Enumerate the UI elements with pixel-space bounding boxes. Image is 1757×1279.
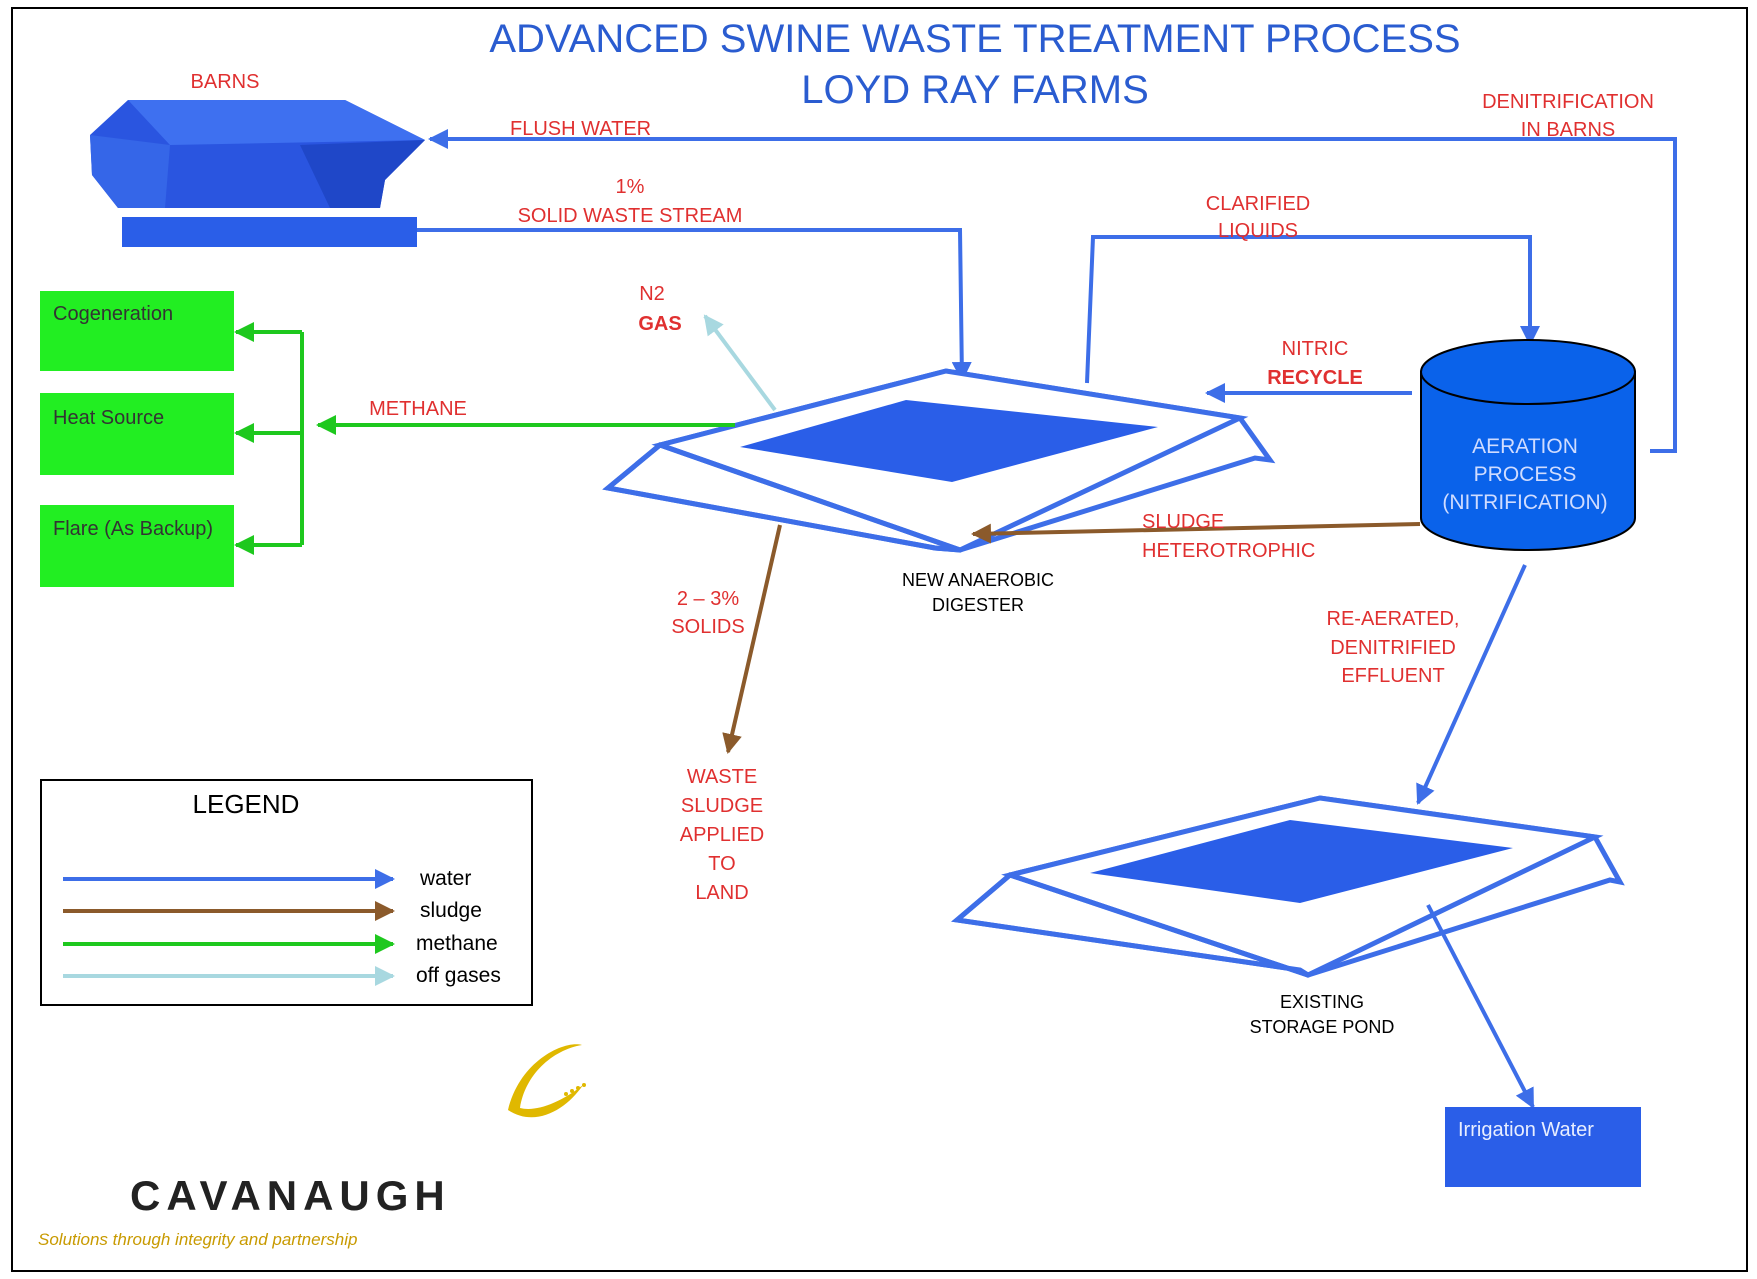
denitrification-label-line2: IN BARNS <box>1521 119 1615 141</box>
heterotrophic-label: HETEROTROPHIC <box>1142 540 1315 562</box>
gas-label: GAS <box>638 313 681 335</box>
nitric-label: NITRIC <box>1282 338 1349 360</box>
aeration-tank-icon <box>1420 339 1636 551</box>
digester-label-line2: DIGESTER <box>932 595 1024 615</box>
methane-label: METHANE <box>369 398 467 420</box>
solid-waste-stream-arrow <box>417 228 972 382</box>
irrigation-arrow <box>1426 904 1535 1109</box>
waste-label-line3: APPLIED <box>680 824 764 846</box>
clarified-liquids-label-line2: LIQUIDS <box>1218 220 1298 242</box>
sludge-label: SLUDGE <box>1142 511 1224 533</box>
waste-label-line2: SLUDGE <box>681 795 763 817</box>
n2-label: N2 <box>639 283 665 305</box>
legend-title: LEGEND <box>193 789 300 819</box>
logo-tagline: Solutions through integrity and partners… <box>38 1230 357 1249</box>
solid-waste-stream-label: SOLID WASTE STREAM <box>518 205 743 227</box>
pond-label-line1: EXISTING <box>1280 992 1364 1012</box>
flush-water-label: FLUSH WATER <box>510 118 651 140</box>
reaerated-label-line1: RE-AERATED, <box>1327 608 1460 630</box>
diagram-title-line2: LOYD RAY FARMS <box>801 68 1149 112</box>
clarified-liquids-label-line1: CLARIFIED <box>1206 193 1310 215</box>
denitrification-label-line1: DENITRIFICATION <box>1482 91 1654 113</box>
cogeneration-box <box>40 291 234 371</box>
flush-water-arrow <box>428 129 1677 453</box>
tank-label-line3: (NITRIFICATION) <box>1442 491 1607 514</box>
cogeneration-label: Cogeneration <box>53 303 173 325</box>
heat-source-label: Heat Source <box>53 407 164 429</box>
waste-sludge-arrow <box>722 524 782 754</box>
tank-label-line1: AERATION <box>1472 435 1578 458</box>
flare-label: Flare (As Backup) <box>53 518 213 540</box>
n2-gas-arrow <box>703 314 777 412</box>
clarified-liquids-arrow <box>1085 235 1540 384</box>
solid-waste-percent: 1% <box>616 176 645 198</box>
waste-label-line4: TO <box>708 853 735 875</box>
cavanaugh-logo-swoosh-icon <box>508 1044 586 1118</box>
solids-percent-label: 2 – 3% <box>677 588 739 610</box>
legend-offgas-label: off gases <box>416 964 501 987</box>
recycle-label: RECYCLE <box>1267 367 1363 389</box>
waste-label-line1: WASTE <box>687 766 757 788</box>
legend-methane-label: methane <box>416 932 498 955</box>
reaerated-effluent-arrow <box>1416 564 1527 805</box>
logo-name: CAVANAUGH <box>130 1172 451 1219</box>
solids-label: SOLIDS <box>671 616 744 638</box>
anaerobic-digester-icon <box>602 368 1276 553</box>
sludge-heterotrophic-arrow <box>971 522 1421 544</box>
diagram-title-line1: ADVANCED SWINE WASTE TREATMENT PROCESS <box>489 17 1460 61</box>
heat-source-box <box>40 393 234 475</box>
legend-water-label: water <box>419 867 471 890</box>
irrigation-water-box <box>1445 1107 1641 1187</box>
legend-box <box>40 779 533 1006</box>
storage-pond-icon <box>951 795 1625 978</box>
irrigation-water-label: Irrigation Water <box>1458 1119 1594 1141</box>
legend-sludge-label: sludge <box>420 899 482 922</box>
barns-label: BARNS <box>191 71 260 93</box>
flare-box <box>40 505 234 587</box>
barns-icon <box>90 100 425 247</box>
reaerated-label-line3: EFFLUENT <box>1341 665 1444 687</box>
waste-label-line5: LAND <box>695 882 748 904</box>
digester-label-line1: NEW ANAEROBIC <box>902 570 1054 590</box>
reaerated-label-line2: DENITRIFIED <box>1330 637 1456 659</box>
tank-label-line2: PROCESS <box>1474 463 1577 486</box>
pond-label-line2: STORAGE POND <box>1250 1017 1395 1037</box>
